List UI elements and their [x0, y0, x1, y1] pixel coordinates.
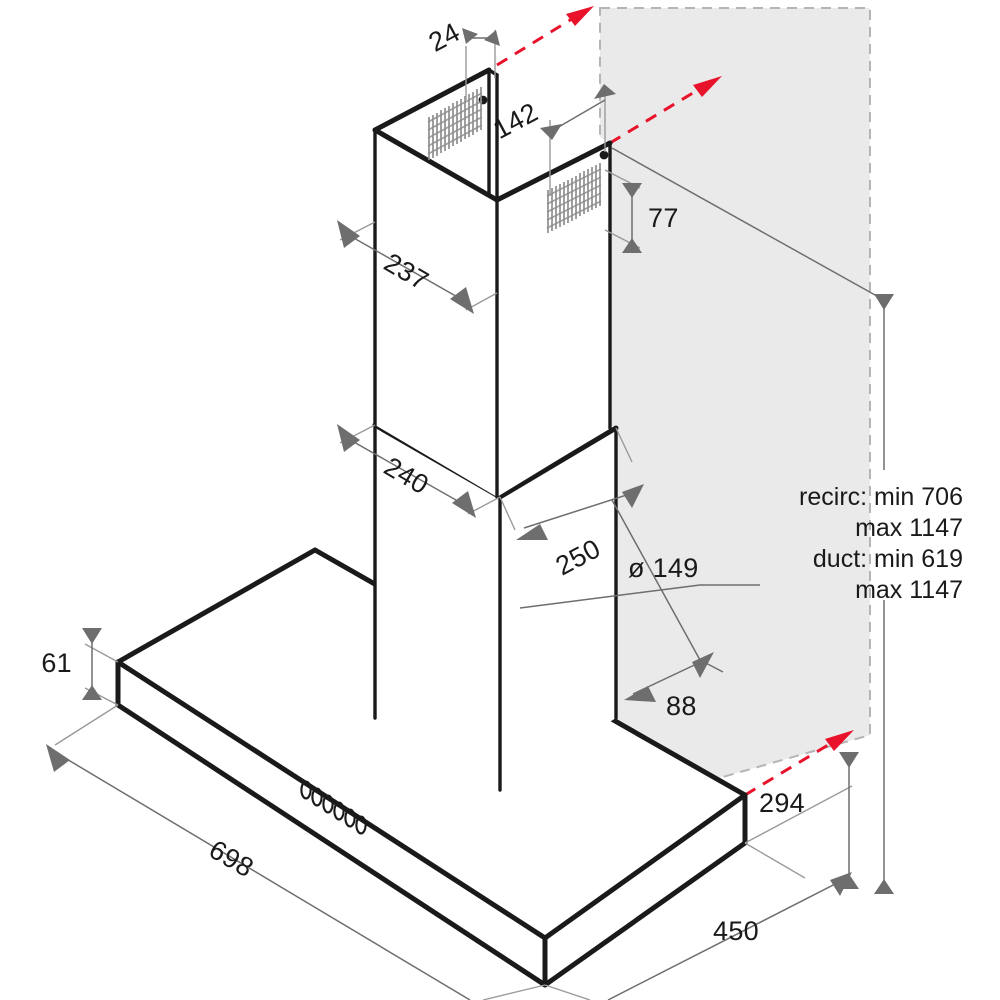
- dimension-77: 77: [604, 169, 679, 253]
- dimension-label-450: 450: [713, 916, 759, 946]
- dimension-label-294: 294: [759, 788, 805, 818]
- dimension-overall-height: [611, 147, 894, 894]
- note-duct-min: duct: min 619: [813, 545, 963, 573]
- chimney-upper-section: [372, 67, 613, 499]
- control-button-6[interactable]: [355, 815, 367, 835]
- wall-alignment-guides: [496, 6, 854, 797]
- control-button-3[interactable]: [322, 794, 334, 814]
- control-button-1[interactable]: [300, 780, 312, 800]
- wall-reference-plane: [599, 7, 871, 814]
- note-duct-max: max 1147: [855, 576, 963, 604]
- dimension-294: 294: [744, 752, 859, 889]
- dimension-label-77: 77: [648, 203, 679, 233]
- height-range-note: recirc: min 706 max 1147 duct: min 619 m…: [799, 483, 963, 604]
- vent-grille-left: [427, 87, 483, 160]
- control-button-4[interactable]: [333, 801, 345, 821]
- note-recirc-min: recirc: min 706: [799, 483, 963, 511]
- dimension-label-24: 24: [424, 17, 465, 58]
- dimension-88: 88: [611, 499, 724, 721]
- dimension-label-88: 88: [666, 691, 697, 721]
- dimension-label-diameter: ø 149: [628, 553, 699, 583]
- control-button-2[interactable]: [311, 787, 323, 807]
- vent-grille-right: [546, 163, 602, 233]
- control-panel-buttons[interactable]: [300, 780, 367, 835]
- dimension-250: 250: [499, 427, 644, 581]
- dimension-label-698: 698: [204, 834, 259, 883]
- note-recirc-max: max 1147: [855, 514, 963, 542]
- dimension-duct-diameter: ø 149: [519, 553, 760, 609]
- control-button-5[interactable]: [344, 808, 356, 828]
- dimension-61: 61: [41, 628, 119, 706]
- dimension-label-61: 61: [41, 648, 72, 678]
- mounting-hole-right: [599, 150, 609, 160]
